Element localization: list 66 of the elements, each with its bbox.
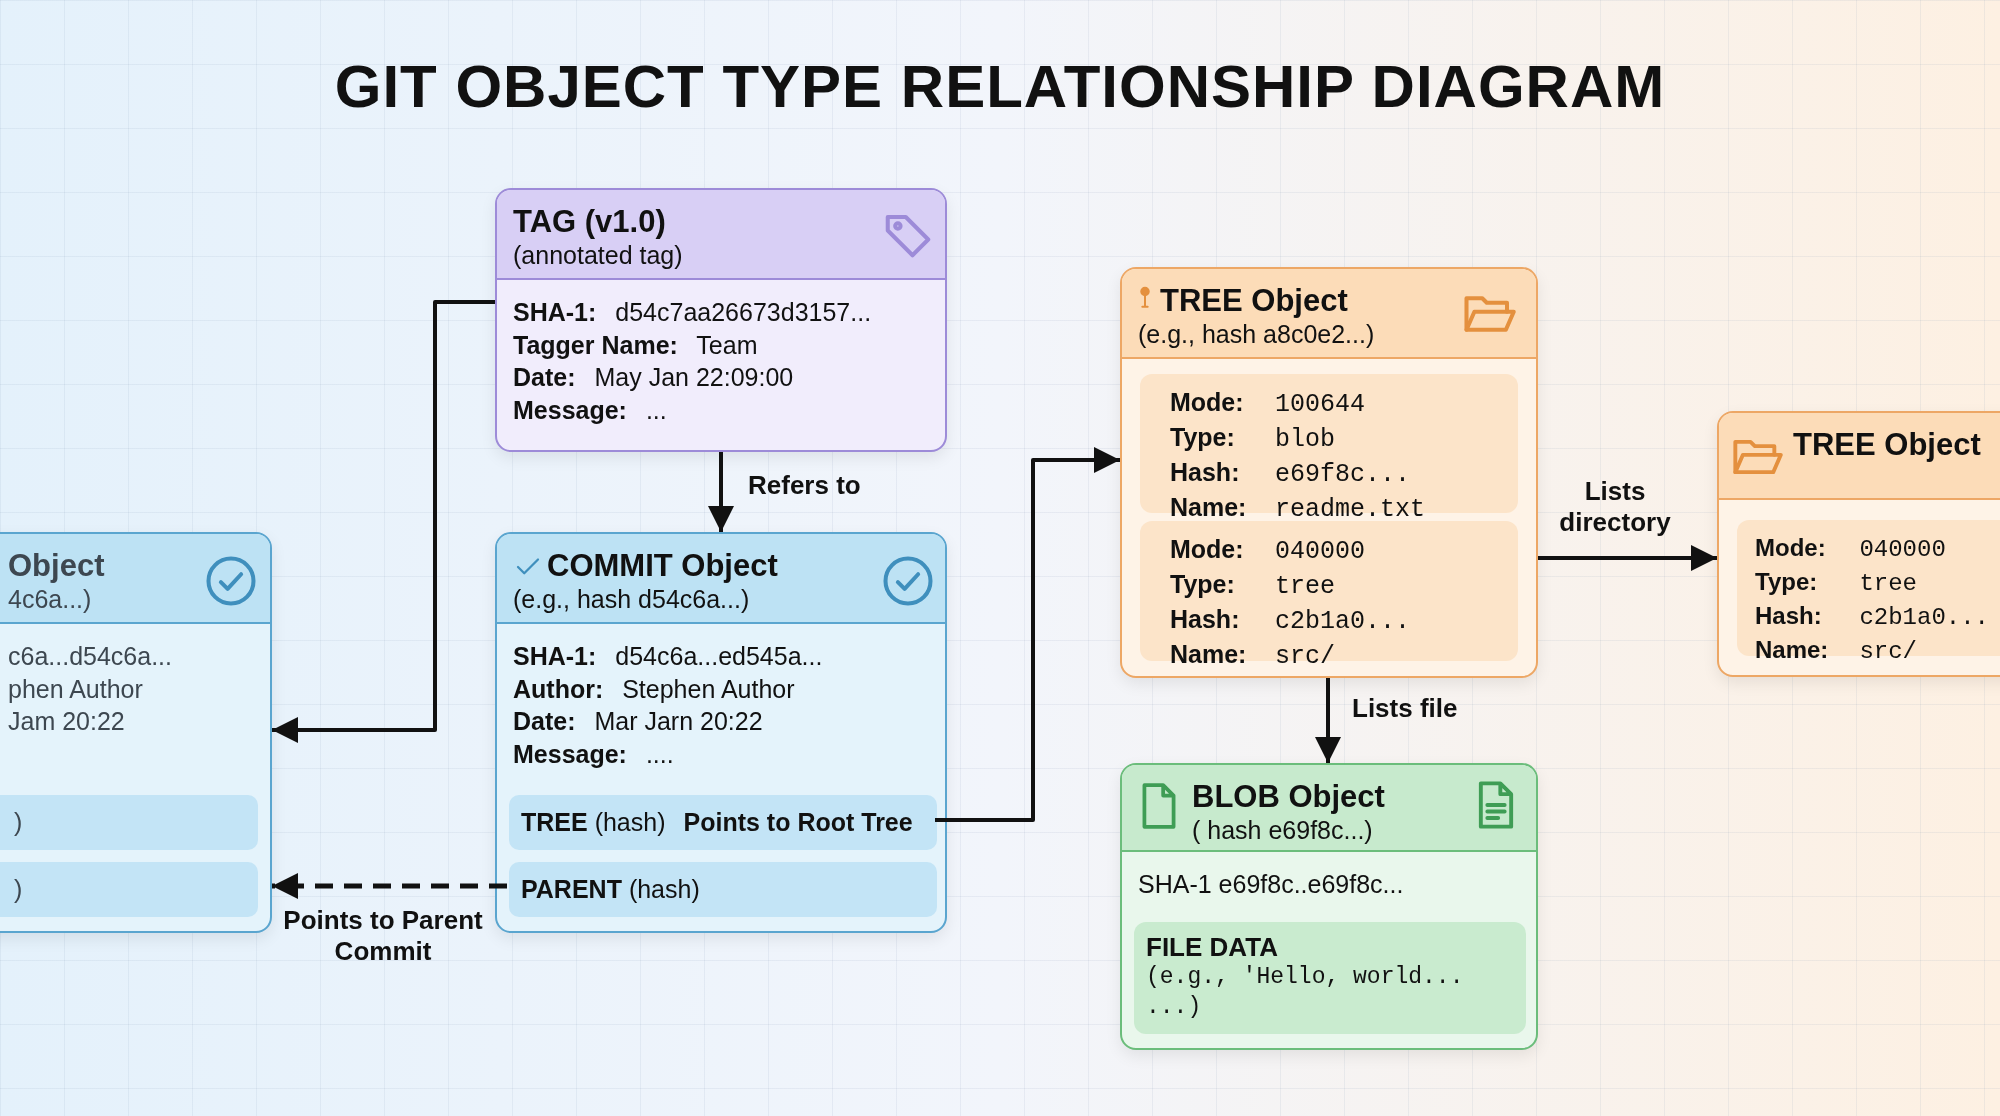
field-line: Name: src/ [1755,635,1918,667]
field-line: Name: readme.txt [1170,492,1427,526]
tag-object-card [495,188,947,452]
card-subtitle: ( hash e69f8c...) [1192,815,1373,845]
field-line: Type: tree [1755,567,1918,599]
card-subtitle: (e.g., hash d54c6a...) [513,584,750,614]
tree-entry-panel [1140,521,1518,661]
blob-object-card [1120,763,1538,1050]
field-row [509,862,937,917]
field-label: ) [14,808,23,837]
arrow [272,300,495,743]
commit-object-card [0,532,272,933]
arrow [1538,545,1717,571]
field-line: SHA-1: d54c7aa26673d3157... [513,297,872,328]
diagram-title: GIT OBJECT TYPE RELATIONSHIP DIAGRAM [333,52,1667,122]
field-line: Date: May Jan 22:09:00 [513,362,795,393]
field-line: Mode: 040000 [1170,534,1367,568]
field-row [0,795,258,850]
field-line: Message: ... [513,394,668,426]
card-subtitle: (e.g., hash a8c0e2...) [1138,319,1375,349]
card-title: BLOB Object [1192,779,1385,815]
tree-object-card [1717,411,2000,677]
edge-label: Lists file [1352,693,1458,724]
dashed-arrow [272,873,507,899]
field-line: SHA-1: d54c6a...ed545a... [513,641,823,672]
field-line: Type: tree [1170,569,1336,603]
commit-object-card [495,532,947,933]
card-title: TREE Object [1793,427,1981,463]
field-line: Mode: 100644 [1170,387,1367,421]
edge-label: Lists directory [1558,476,1672,538]
field-line: Mode: 040000 [1755,533,1947,565]
tree-object-card [1120,267,1538,678]
field-line: c6a...d54c6a... [8,641,172,672]
field-line: Jam 20:22 [8,706,126,737]
field-label: TREE (hash) [521,808,666,837]
field-line: Type: blob [1170,422,1336,456]
field-line: Date: Mar Jarn 20:22 [513,706,764,737]
field-line: Hash: c2b1a0... [1755,601,1991,633]
card-title: TREE Object [1160,283,1348,319]
field-line: phen Author [8,673,144,705]
arrow [935,447,1120,822]
field-line: Tagger Name: Team [513,329,759,361]
field-line: Name: src/ [1170,639,1336,673]
arrow [1315,678,1341,763]
card-subtitle: 4c6a...) [8,584,92,614]
card-title: COMMIT Object [547,548,778,584]
field-line: SHA-1 e69f8c..e69f8c... [1138,869,1404,900]
field-line: Message: .... [513,738,675,770]
field-row [509,795,937,850]
card-title: Object [8,548,105,584]
field-row [0,862,258,917]
panel-title: FILE DATA [1146,932,1279,962]
field-line: Author: Stephen Author [513,673,796,705]
tree-entry-panel [1737,520,2000,656]
field-line: Hash: c2b1a0... [1170,604,1412,638]
field-line: Hash: e69f8c... [1170,457,1412,491]
field-label: PARENT (hash) [521,875,700,904]
file-data-panel [1134,922,1526,1034]
edge-label: Points to Parent Commit [282,905,484,967]
panel-text: (e.g., 'Hello, world... ...) [1146,963,1465,1022]
row-note: Points to Root Tree [683,808,913,837]
arrow [708,452,734,532]
card-subtitle: (annotated tag) [513,240,683,270]
edge-label: Refers to [748,470,861,501]
field-label: ) [14,875,23,904]
card-title: TAG (v1.0) [513,204,666,240]
